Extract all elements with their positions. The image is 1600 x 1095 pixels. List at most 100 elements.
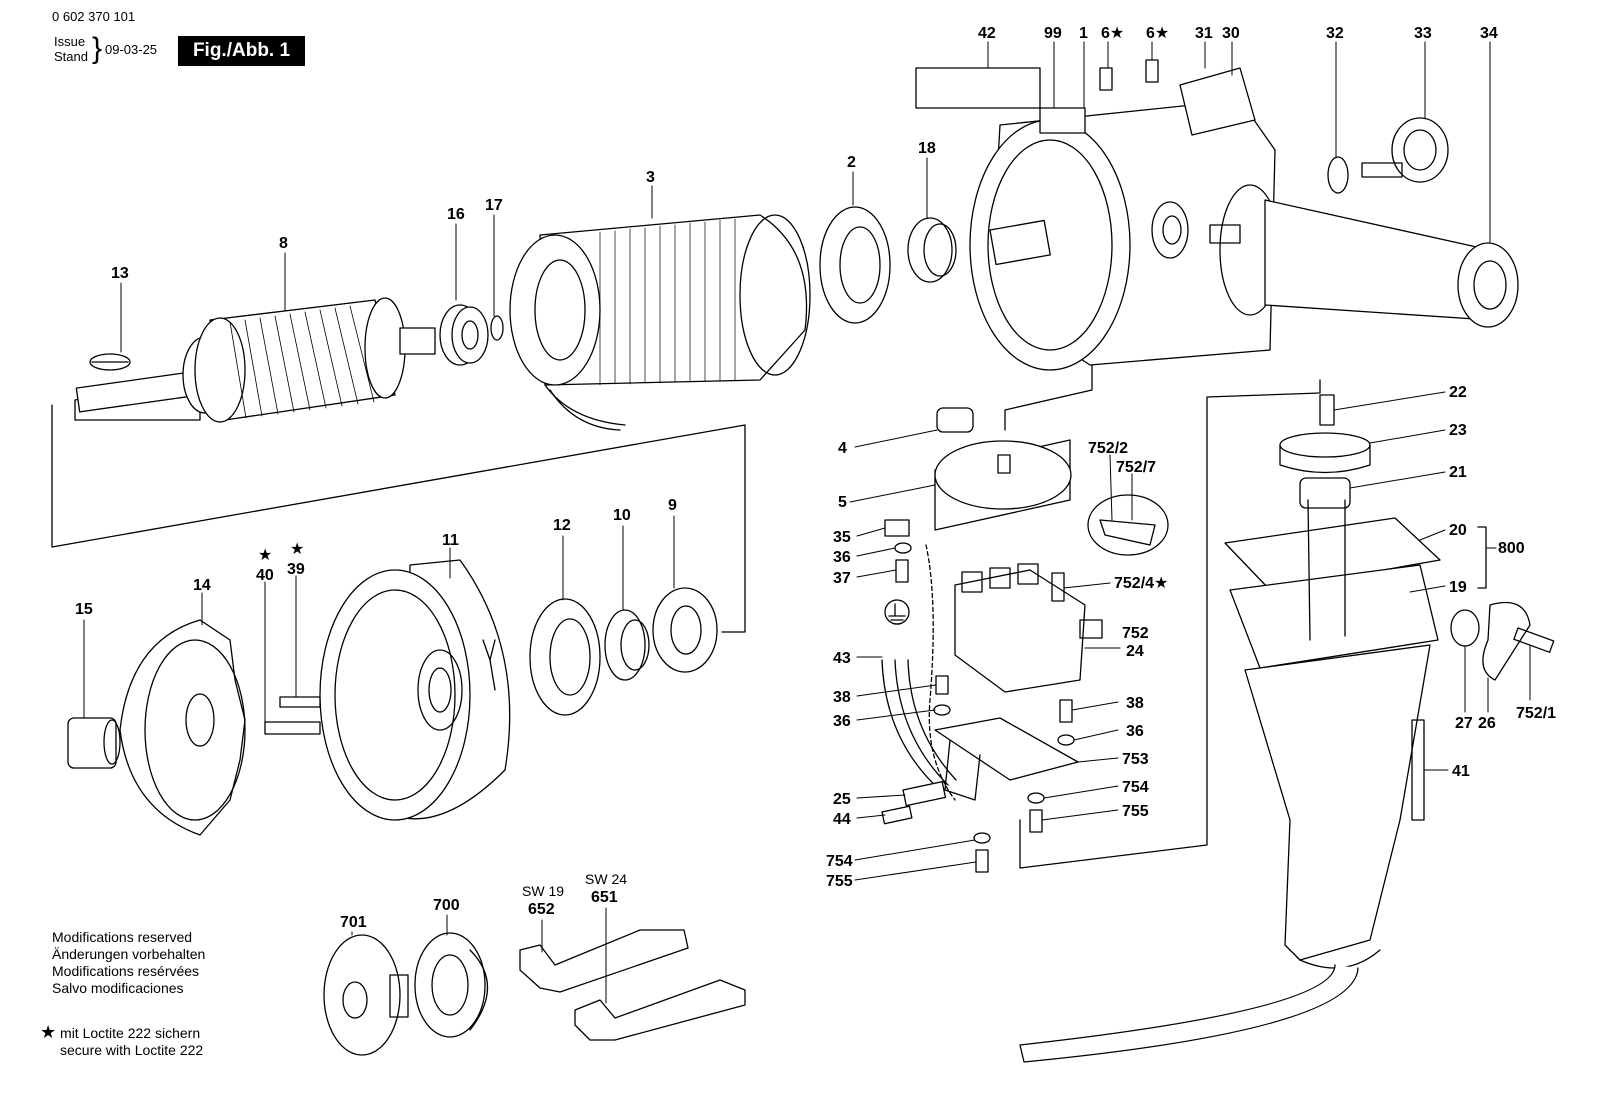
note-es: Salvo modificaciones (52, 980, 184, 996)
issue-label: Issue (54, 34, 86, 49)
washer-754-b (973, 832, 991, 844)
clamp-35 (884, 519, 910, 537)
screw-38-a (935, 675, 949, 695)
callout-755-b: 755 (826, 873, 853, 890)
callout-3: 3 (646, 169, 655, 186)
callout-27: 27 (1455, 715, 1473, 732)
star-icon: ★ (40, 1022, 57, 1042)
callout-sw19: SW 19 (522, 883, 564, 899)
bracket-line-housing (1004, 364, 1093, 431)
flange-700 (414, 932, 489, 1038)
screw-6-b (1145, 59, 1159, 83)
callout-752-7: 752/7 (1116, 459, 1156, 476)
ring-2 (819, 206, 891, 324)
plate-9 (652, 587, 718, 673)
callout-753: 753 (1122, 751, 1149, 768)
callout-752: 752 (1122, 625, 1149, 642)
cable-clamp-753 (934, 717, 1079, 801)
screw-37 (895, 559, 909, 583)
flange-701 (323, 934, 409, 1056)
callout-26: 26 (1478, 715, 1496, 732)
callout-42: 42 (978, 25, 996, 42)
bearing-18 (907, 217, 957, 283)
callout-800: 800 (1498, 540, 1525, 557)
callout-651: 651 (591, 889, 618, 906)
callout-37: 37 (833, 570, 851, 587)
diagram-header: 0 602 370 101 Issue Stand } 09-03-25 Fig… (52, 10, 352, 72)
screw-38-b (1059, 699, 1073, 723)
ring-17 (490, 315, 504, 341)
screw-755-b (975, 849, 989, 873)
callout-9: 9 (668, 497, 677, 514)
callout-39: 39 (287, 561, 305, 578)
callout-35: 35 (833, 529, 851, 546)
armature-part (74, 297, 436, 423)
wrench-651 (574, 979, 746, 1041)
main-handle-part (1019, 394, 1441, 1063)
detail-752-2-7 (1087, 494, 1169, 556)
stand-label: Stand (54, 49, 88, 64)
callout-11: 11 (442, 532, 459, 549)
callout-36-c: 36 (1126, 723, 1144, 740)
callout-star-40: ★ (258, 547, 272, 564)
callout-15: 15 (75, 601, 93, 618)
label-plate-42 (915, 67, 1041, 109)
brace-icon: } (92, 32, 103, 65)
screw-752-4 (1051, 572, 1065, 602)
callout-755-a: 755 (1122, 803, 1149, 820)
callout-24: 24 (1126, 643, 1144, 660)
callout-1: 1 (1079, 25, 1088, 42)
washer-754-a (1027, 792, 1045, 804)
fan-housing-11 (319, 559, 511, 821)
callout-23: 23 (1449, 422, 1467, 439)
switch-752 (954, 563, 1103, 693)
note-fr: Modifications resérvées (52, 963, 200, 979)
washer-36-c (1057, 734, 1075, 746)
callout-10: 10 (613, 507, 631, 524)
nut-15 (67, 717, 121, 769)
callout-16: 16 (447, 206, 465, 223)
callout-700: 700 (433, 897, 460, 914)
callout-754-a: 754 (1122, 779, 1149, 796)
callout-752-4: 752/4★ (1114, 575, 1168, 592)
callout-754-b: 754 (826, 853, 853, 870)
modification-notes: Modifications reserved Änderungen vorbeh… (52, 929, 205, 997)
callout-20: 20 (1449, 522, 1467, 539)
callout-752-2: 752/2 (1088, 440, 1128, 457)
issue-date: 09-03-25 (105, 42, 158, 57)
callout-18: 18 (918, 140, 936, 157)
field-stator-part (509, 214, 811, 431)
figure-badge: Fig./Abb. 1 (178, 36, 305, 66)
callout-752-1: 752/1 (1516, 705, 1556, 722)
screw-755-a (1029, 809, 1043, 833)
bracket-line-switch (1019, 379, 1321, 869)
callout-sw24: SW 24 (585, 871, 627, 887)
callout-31: 31 (1195, 25, 1213, 42)
callout-8: 8 (279, 235, 288, 252)
loctite-de: mit Loctite 222 sichern (60, 1025, 201, 1041)
screw-6-a (1099, 67, 1113, 91)
loctite-note: ★ mit Loctite 222 sichern secure with Lo… (40, 1022, 203, 1059)
bracket-800 (1477, 526, 1487, 589)
callout-652: 652 (528, 901, 555, 918)
terminal-25-44 (881, 781, 947, 825)
callout-38-a: 38 (833, 689, 851, 706)
callout-38-b: 38 (1126, 695, 1144, 712)
wire-leads-43 (881, 544, 957, 801)
leader-lines (83, 41, 1531, 1004)
screw-40 (264, 721, 321, 735)
callout-17: 17 (485, 197, 503, 214)
callout-2: 2 (847, 154, 856, 171)
screw-39 (279, 696, 321, 708)
callout-12: 12 (553, 517, 571, 534)
callout-701: 701 (340, 914, 367, 931)
callout-44: 44 (833, 811, 851, 828)
fan-14 (119, 619, 246, 836)
washer-27 (1450, 609, 1480, 647)
part-number: 0 602 370 101 (52, 9, 136, 24)
callout-6-a: 6★ (1101, 25, 1124, 42)
clamp-26 (1482, 601, 1555, 681)
callout-40: 40 (256, 567, 274, 584)
callout-4: 4 (838, 440, 847, 457)
